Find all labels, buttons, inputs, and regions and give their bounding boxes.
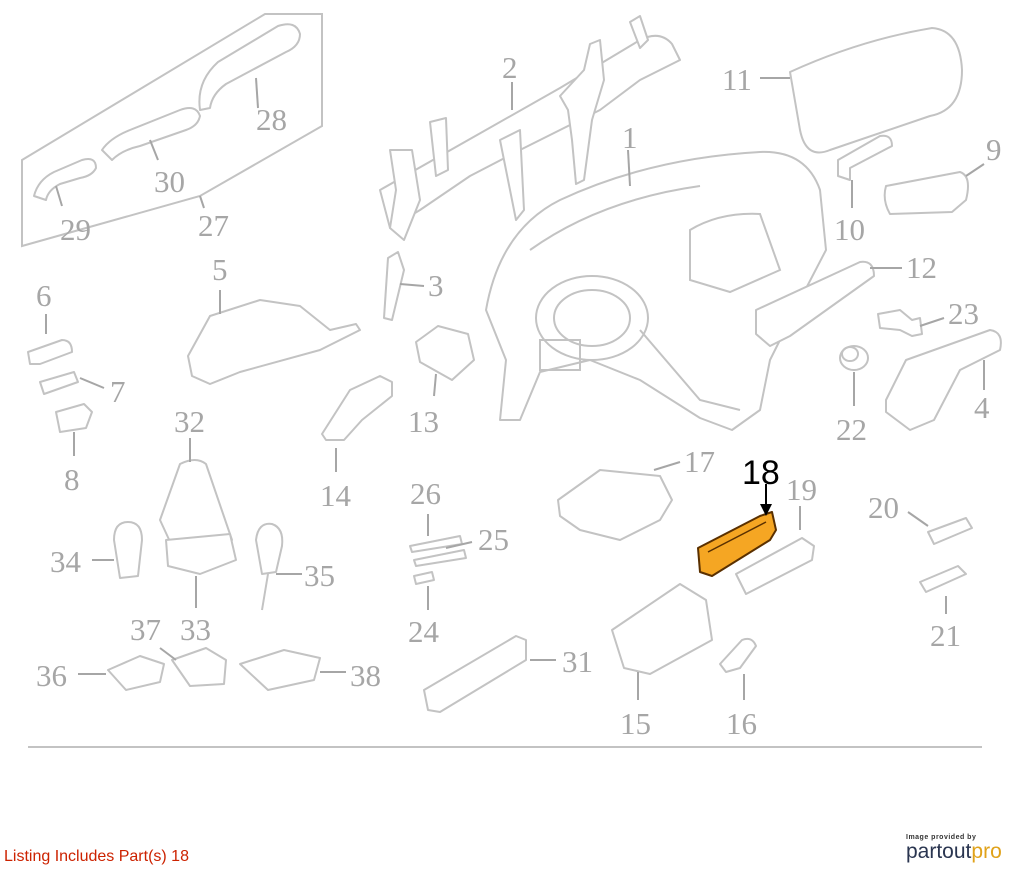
leader-29: [55, 185, 63, 207]
label-32: 32: [174, 404, 205, 439]
label-5: 5: [212, 252, 228, 287]
label-11: 11: [722, 62, 752, 97]
part-20: [927, 517, 973, 545]
label-10: 10: [834, 212, 865, 247]
label-16: 16: [726, 706, 757, 741]
label-4: 4: [974, 390, 990, 425]
label-3: 3: [428, 268, 444, 303]
part-37: [171, 647, 227, 687]
label-18: 18: [742, 454, 780, 492]
label-27: 27: [198, 208, 229, 243]
part-8: [55, 403, 93, 433]
part-5: [187, 299, 361, 385]
part-18-highlighted: [697, 511, 777, 577]
label-13: 13: [408, 404, 439, 439]
part-11-airbag-cover: [789, 27, 963, 154]
label-1: 1: [622, 120, 638, 155]
part-34-knob: [113, 521, 143, 579]
part-17: [557, 469, 673, 541]
part-15: [611, 583, 713, 675]
label-15: 15: [620, 706, 651, 741]
label-35: 35: [304, 558, 335, 593]
label-9: 9: [986, 132, 1002, 167]
label-36: 36: [36, 658, 67, 693]
part-9: [883, 171, 969, 215]
label-31: 31: [562, 644, 593, 679]
label-19: 19: [786, 472, 817, 507]
label-25: 25: [478, 522, 509, 557]
label-28: 28: [256, 102, 287, 137]
leader-17: [653, 461, 681, 471]
part-4: [885, 329, 1002, 431]
label-38: 38: [350, 658, 381, 693]
leader-9: [965, 163, 985, 177]
leader-37: [159, 647, 177, 661]
leader-23: [919, 317, 945, 327]
leader-30: [149, 139, 159, 161]
leader-25: [445, 541, 473, 549]
label-17: 17: [684, 444, 715, 479]
listing-includes-text: Listing Includes Part(s) 18: [4, 848, 189, 865]
image-provided-by-text: Image provided by: [906, 834, 977, 841]
label-23: 23: [948, 296, 979, 331]
part-3: [383, 251, 405, 321]
label-8: 8: [64, 462, 80, 497]
label-21: 21: [930, 618, 961, 653]
leader-3: [399, 283, 425, 287]
part-10: [837, 134, 893, 181]
part-23: [877, 309, 923, 337]
brand-part-text: partout: [906, 840, 972, 863]
label-2: 2: [502, 50, 518, 85]
part-21: [919, 565, 967, 593]
arrow-18: [760, 504, 772, 516]
parts-24-25-26-strips: [409, 535, 467, 585]
part-18-shape: [697, 511, 777, 577]
label-14: 14: [320, 478, 352, 513]
part-19: [735, 537, 815, 595]
part-38: [239, 649, 321, 691]
label-24: 24: [408, 614, 440, 649]
leader-13: [433, 373, 437, 397]
leader-7: [79, 377, 105, 389]
label-12: 12: [906, 250, 937, 285]
label-30: 30: [154, 164, 185, 199]
part-35-knob: [255, 522, 284, 575]
part-22: [839, 345, 869, 371]
label-20: 20: [868, 490, 899, 525]
label-29: 29: [60, 212, 91, 247]
part-14: [321, 375, 393, 441]
brand-pro-text: pro: [971, 840, 1002, 863]
partoutpro-logo: Image provided by partoutpro: [906, 834, 1016, 863]
label-22: 22: [836, 412, 867, 447]
leader-28: [255, 77, 259, 109]
part-36: [107, 655, 165, 691]
leader-20: [907, 511, 929, 527]
label-26: 26: [410, 476, 441, 511]
part-31: [423, 635, 527, 713]
part-7: [39, 371, 79, 395]
label-33: 33: [180, 612, 211, 647]
label-37: 37: [130, 612, 161, 647]
label-34: 34: [50, 544, 82, 579]
brand-name: partoutpro: [906, 841, 1016, 863]
part-27-handle-set: [21, 13, 323, 248]
part-16: [719, 637, 757, 673]
part-2-support-frame: [379, 15, 681, 241]
label-7: 7: [110, 374, 126, 409]
part-6: [27, 339, 73, 365]
part-1-dashboard: [485, 150, 827, 431]
leader-1: [627, 149, 631, 187]
part-33: [165, 533, 237, 575]
label-6: 6: [36, 278, 52, 313]
leader-27: [199, 195, 205, 209]
part-13: [415, 325, 475, 381]
